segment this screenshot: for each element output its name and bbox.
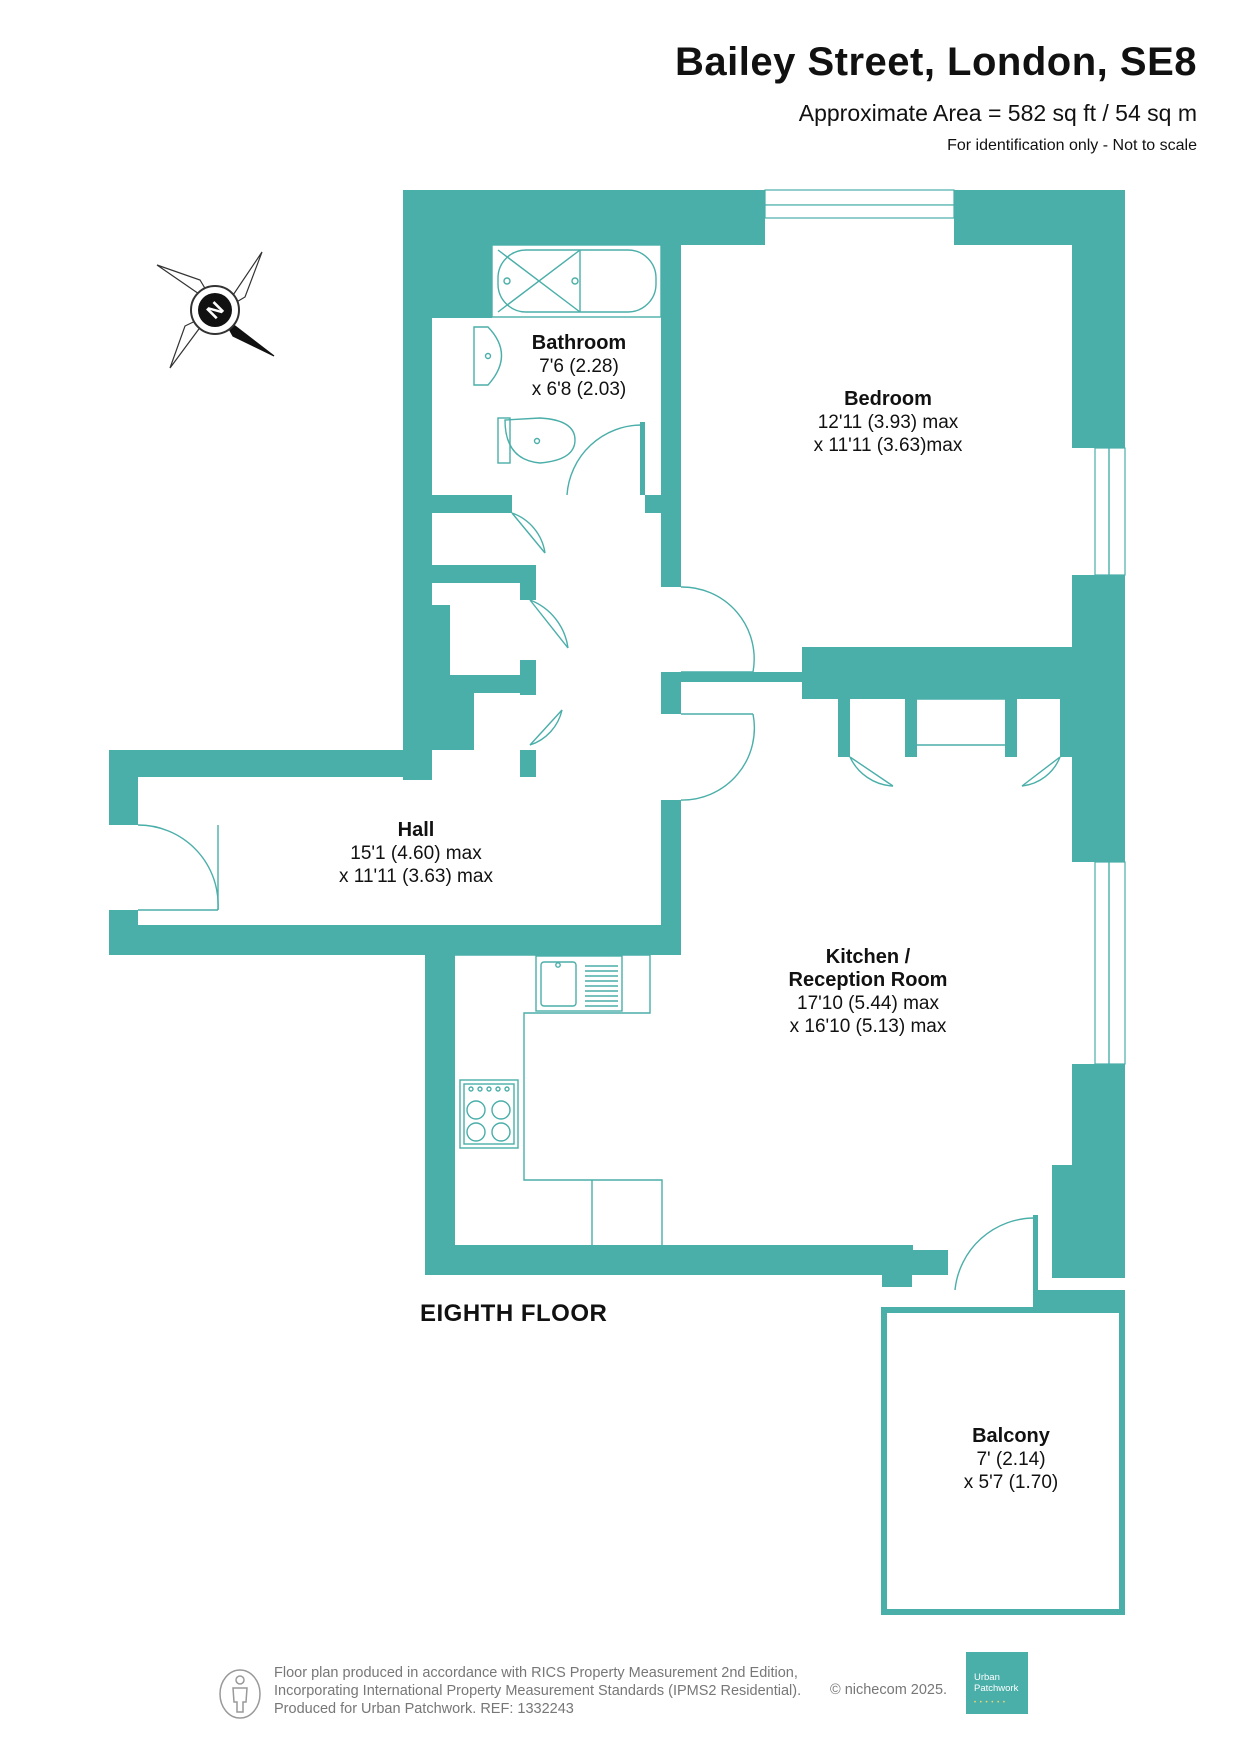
kitchen-name1: Kitchen /	[826, 946, 911, 968]
bedroom-dim1: 12'11 (3.93) max	[818, 412, 959, 433]
kitchen-units	[455, 954, 663, 1245]
balcony-dim2: x 5'7 (1.70)	[964, 1472, 1058, 1493]
bedroom-label: Bedroom 12'11 (3.93) max x 11'11 (3.63)m…	[814, 388, 963, 456]
person-icon	[219, 1669, 261, 1719]
balcony-door-icon	[954, 1215, 1038, 1291]
bedroom-dim2: x 11'11 (3.63)max	[814, 435, 963, 456]
footer-line2: Incorporating International Property Mea…	[274, 1683, 802, 1699]
bath-icon	[491, 244, 662, 318]
kitchen-label: Kitchen / Reception Room 17'10 (5.44) ma…	[789, 946, 948, 1037]
footer-line1: Floor plan produced in accordance with R…	[274, 1665, 798, 1681]
hall-label: Hall 15'1 (4.60) max x 11'11 (3.63) max	[339, 819, 493, 887]
bathroom-dim1: 7'6 (2.28)	[539, 356, 619, 377]
bathroom-name: Bathroom	[532, 332, 626, 354]
balcony-outline	[881, 1307, 1125, 1615]
wardrobe-doors	[838, 699, 1072, 787]
hall-dim1: 15'1 (4.60) max	[350, 843, 482, 864]
footer-line3: Produced for Urban Patchwork. REF: 13322…	[274, 1701, 574, 1717]
bathroom-door-icon	[566, 422, 645, 496]
windows	[764, 189, 1126, 1065]
hob-icon	[459, 1079, 519, 1149]
logo-line1: Urban	[974, 1672, 1000, 1683]
footer-text: Floor plan produced in accordance with R…	[274, 1664, 801, 1718]
balcony-dim1: 7' (2.14)	[976, 1449, 1045, 1470]
toilet-icon	[497, 417, 576, 464]
sink-icon	[473, 326, 503, 386]
bathroom-label: Bathroom 7'6 (2.28) x 6'8 (2.03)	[532, 332, 626, 400]
logo-dots: • • • • • •	[974, 1700, 1006, 1706]
kitchen-name2: Reception Room	[789, 969, 948, 991]
footer-copyright: © nichecom 2025.	[830, 1682, 948, 1698]
kitchen-dim1: 17'10 (5.44) max	[797, 993, 939, 1014]
page-title: Bailey Street, London, SE8	[674, 40, 1197, 84]
hall-name: Hall	[398, 819, 435, 841]
floor-label: EIGHTH FLOOR	[420, 1300, 608, 1327]
balcony-label: Balcony 7' (2.14) x 5'7 (1.70)	[964, 1425, 1058, 1493]
hall-doors	[137, 512, 756, 911]
kitchen-sink-icon	[535, 955, 623, 1012]
bedroom-name: Bedroom	[844, 388, 932, 410]
logo-line2: Patchwork	[974, 1683, 1019, 1694]
bathroom-dim2: x 6'8 (2.03)	[532, 379, 626, 400]
balcony-name: Balcony	[972, 1425, 1051, 1447]
brand-logo: Urban Patchwork • • • • • •	[966, 1652, 1028, 1714]
kitchen-dim2: x 16'10 (5.13) max	[790, 1016, 947, 1037]
scale-note: For identification only - Not to scale	[947, 137, 1197, 154]
hall-dim2: x 11'11 (3.63) max	[339, 866, 493, 887]
compass-icon: N	[156, 251, 275, 369]
area-summary: Approximate Area = 582 sq ft / 54 sq m	[798, 100, 1197, 126]
